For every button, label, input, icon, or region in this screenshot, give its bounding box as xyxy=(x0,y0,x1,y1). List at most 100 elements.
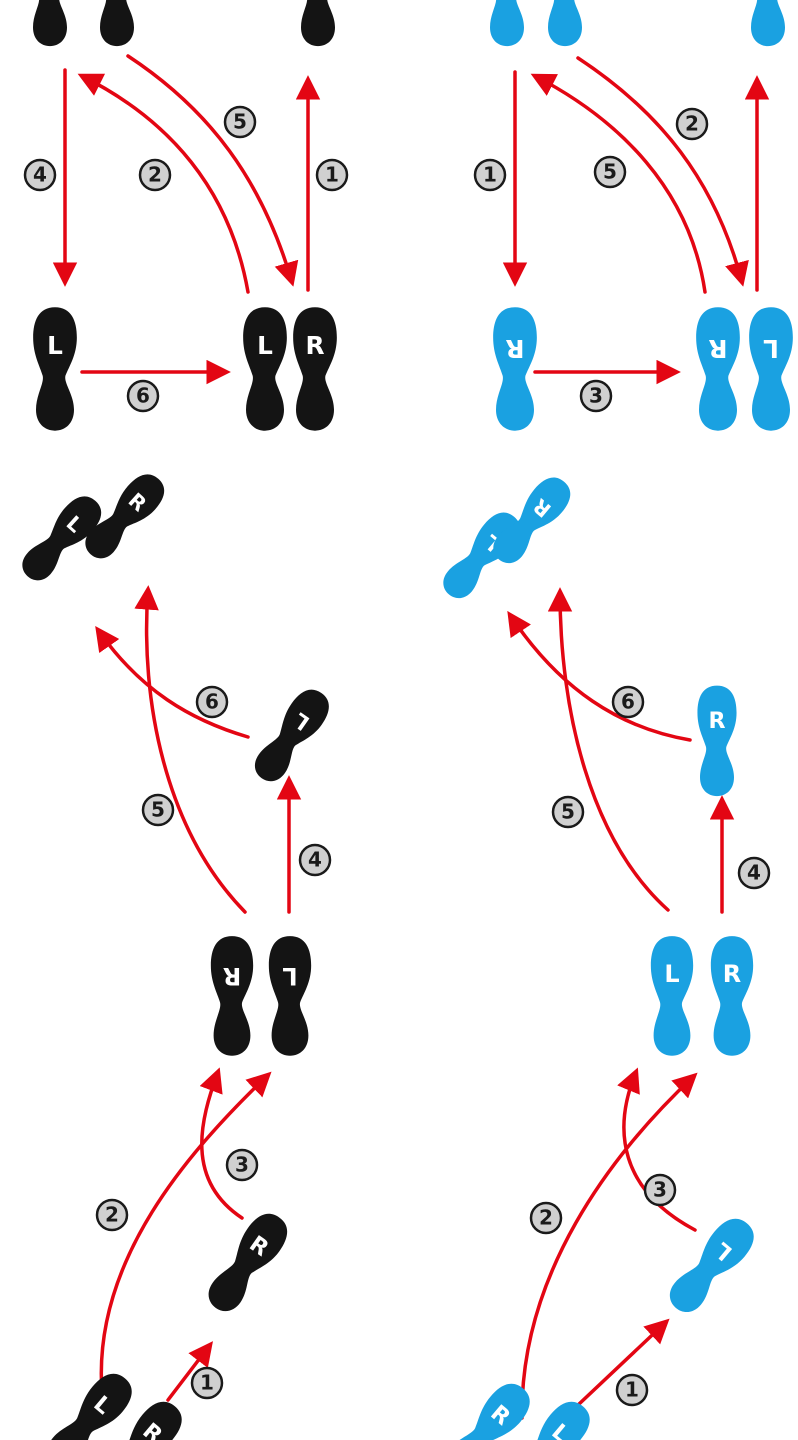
leader-forward-progression-foot-mid-l: L xyxy=(254,689,329,782)
follower-forward-badge-3: 3 xyxy=(643,1173,677,1207)
follower-forward-progression-foot-top-r: R xyxy=(493,477,571,564)
footprint-shape xyxy=(293,307,337,431)
footprint-shape xyxy=(243,307,287,431)
footprint-shape xyxy=(22,496,102,581)
follower-forward-progression-foot-mid-r: R xyxy=(697,685,737,797)
svg-text:6: 6 xyxy=(205,690,219,714)
leader-forward-progression-foot-start-r: R xyxy=(97,1401,182,1440)
follower-box-step-foot-bottom-left: R xyxy=(493,307,537,431)
svg-text:2: 2 xyxy=(685,112,699,136)
footprint-shape xyxy=(669,1218,754,1312)
arrow-forward-6 xyxy=(95,625,250,739)
footprint-shape xyxy=(32,0,68,47)
follower-forward-progression-foot-start-l: L xyxy=(505,1401,590,1440)
foot-letter: R xyxy=(505,334,524,363)
svg-text:6: 6 xyxy=(621,690,635,714)
svg-text:5: 5 xyxy=(233,110,247,134)
leader-box-step-foot-bottom-left: L xyxy=(33,307,77,431)
leader-forward-progression-foot-start-l: L xyxy=(47,1373,132,1440)
foot-letter: R xyxy=(708,708,725,734)
follower-step-badge-5: 5 xyxy=(593,155,627,189)
footprint-shape xyxy=(750,0,786,47)
svg-text:4: 4 xyxy=(308,848,322,872)
leader-box-step-foot-top-right xyxy=(300,0,336,47)
follower-forward-badge-5: 5 xyxy=(551,795,585,829)
foot-letter: R xyxy=(223,962,241,990)
footprint-shape xyxy=(85,474,165,559)
arrow-forward-3 xyxy=(199,1067,244,1220)
footprint-shape xyxy=(650,936,694,1056)
footprint-shape xyxy=(749,307,793,431)
forward-badge-1: 1 xyxy=(190,1366,224,1400)
follower-forward-arrow-6 xyxy=(507,610,692,742)
foot-letter: R xyxy=(305,331,324,360)
footprint-shape xyxy=(445,1383,530,1440)
arrow-step-2 xyxy=(77,73,250,294)
footprint-shape xyxy=(33,307,77,431)
step-badge-6: 6 xyxy=(126,379,160,413)
arrow-forward-2 xyxy=(99,1071,272,1394)
leader-forward-progression-foot-pair-r: R xyxy=(210,936,254,1056)
follower-forward-progression-foot-low-l: L xyxy=(669,1218,754,1312)
svg-text:1: 1 xyxy=(625,1378,639,1402)
follower-forward-arrow-2 xyxy=(520,1072,698,1420)
svg-text:1: 1 xyxy=(325,163,339,187)
forward-badge-4: 4 xyxy=(298,843,332,877)
follower-forward-arrow-1 xyxy=(576,1318,670,1407)
footprint-shape xyxy=(210,936,254,1056)
follower-forward-badge-4: 4 xyxy=(737,856,771,890)
follower-step-badge-3: 3 xyxy=(579,379,613,413)
footprint-shape xyxy=(505,1401,590,1440)
svg-text:2: 2 xyxy=(539,1206,553,1230)
follower-box-step-foot-bottom-right-l: L xyxy=(749,307,793,431)
svg-text:5: 5 xyxy=(561,800,575,824)
step-badge-2: 2 xyxy=(138,158,172,192)
footprint-shape xyxy=(268,936,312,1056)
foot-letter: L xyxy=(763,334,779,363)
step-badge-5: 5 xyxy=(223,105,257,139)
footprint-shape xyxy=(254,689,329,782)
follower-forward-progression-foot-pair-r: R xyxy=(710,936,754,1056)
footprint-shape xyxy=(208,1213,288,1312)
follower-arrow-step-5 xyxy=(530,73,707,294)
follower-box-step-foot-bottom-right-r: R xyxy=(696,307,740,431)
foot-letter: R xyxy=(708,334,727,363)
svg-text:4: 4 xyxy=(747,861,761,885)
foot-letter: L xyxy=(664,960,679,988)
leader-box-step-foot-top-left-a xyxy=(32,0,68,47)
follower-forward-badge-2: 2 xyxy=(529,1201,563,1235)
footprint-shape xyxy=(547,0,583,47)
footprint-shape xyxy=(493,477,571,564)
svg-text:3: 3 xyxy=(653,1178,667,1202)
leader-box-step-foot-top-left-b xyxy=(99,0,135,47)
follower-box-step-foot-top-right: L xyxy=(750,0,786,47)
leader-forward-progression-foot-pair-l: L xyxy=(268,936,312,1056)
svg-text:5: 5 xyxy=(603,160,617,184)
follower-forward-progression-foot-start-r: R xyxy=(445,1383,530,1440)
svg-text:5: 5 xyxy=(151,798,165,822)
forward-badge-2: 2 xyxy=(95,1198,129,1232)
svg-text:6: 6 xyxy=(136,384,150,408)
follower-box-step-foot-top-left-b: L xyxy=(547,0,583,47)
leader-box-step-foot-bottom-right-r: R xyxy=(293,307,337,431)
leader-box-step-foot-bottom-right-l: L xyxy=(243,307,287,431)
footprint-shape xyxy=(300,0,336,47)
arrow-forward-1 xyxy=(166,1341,213,1402)
follower-forward-badge-1: 1 xyxy=(615,1373,649,1407)
step-badge-4: 4 xyxy=(23,158,57,192)
arrow-layer xyxy=(52,54,770,1420)
footprint-shape xyxy=(99,0,135,47)
svg-text:2: 2 xyxy=(148,163,162,187)
svg-text:2: 2 xyxy=(105,1203,119,1227)
forward-badge-6: 6 xyxy=(195,685,229,719)
leader-forward-progression-foot-top-r: R xyxy=(85,474,165,559)
svg-text:3: 3 xyxy=(235,1153,249,1177)
foot-letter: R xyxy=(723,960,741,988)
footprint-shape xyxy=(489,0,525,47)
forward-badge-5: 5 xyxy=(141,793,175,827)
foot-letter: L xyxy=(282,962,297,990)
footprint-shape xyxy=(97,1401,182,1440)
leader-forward-progression-foot-top-l: L xyxy=(22,496,102,581)
footprint-shape xyxy=(696,307,740,431)
